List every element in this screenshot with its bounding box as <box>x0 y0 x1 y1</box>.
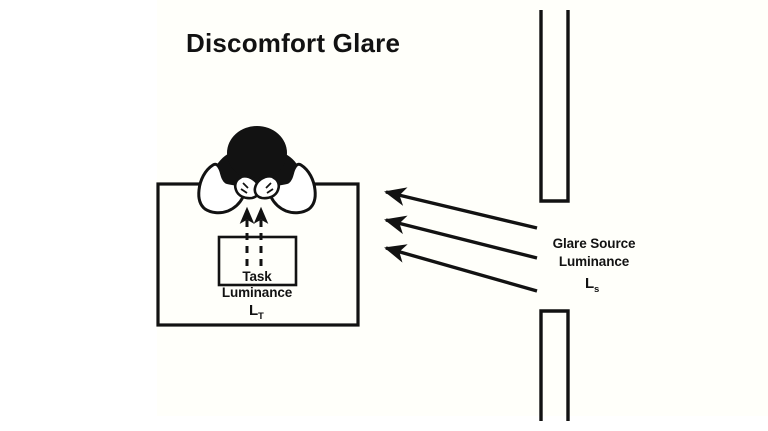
glare-ray-arrow-2 <box>384 215 538 260</box>
task-surface-rect <box>217 235 298 287</box>
task-label-line1: Task <box>242 269 272 284</box>
person-finger-line-1 <box>242 182 249 189</box>
glare-symbol: L <box>585 275 594 292</box>
person-thumbs <box>251 175 263 184</box>
task-symbol-subscript: T <box>258 311 264 322</box>
glare-symbol-group: L s <box>585 275 599 295</box>
person-finger-line-3 <box>265 182 272 189</box>
window-frame-lower <box>539 309 570 421</box>
task-symbol: L <box>249 302 258 319</box>
glare-symbol-subscript: s <box>594 284 599 295</box>
person-finger-line-2 <box>240 188 248 194</box>
window-frame-upper <box>539 10 570 203</box>
glare-ray-arrow-3 <box>384 244 538 293</box>
person-finger-line-4 <box>266 188 274 194</box>
glare-label-line1: Glare Source <box>553 236 636 251</box>
task-luminance-arrows <box>239 206 269 266</box>
glare-ray-arrow-1 <box>384 187 538 230</box>
person-figure <box>197 126 317 215</box>
figure-title: Discomfort Glare <box>186 28 400 58</box>
glare-ray-arrows <box>384 187 538 293</box>
glare-label-line2: Luminance <box>559 254 630 269</box>
person-head <box>227 126 287 180</box>
task-label-line2: Luminance <box>222 285 293 300</box>
task-symbol-group: L T <box>249 302 264 322</box>
